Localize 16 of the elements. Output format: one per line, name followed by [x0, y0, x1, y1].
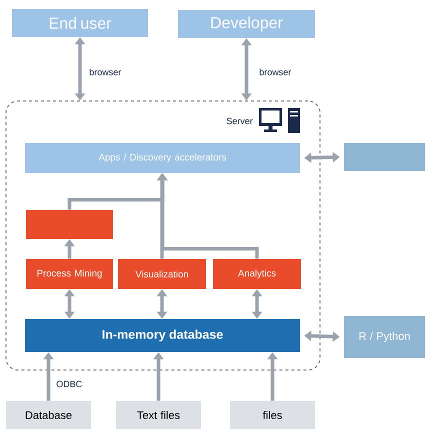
layer-box: Apps / Discovery accelerators: [25, 143, 300, 173]
edge-label: ODBC: [55, 380, 84, 388]
module-box: Visualization: [118, 259, 206, 289]
edge-label: browser: [258, 68, 292, 76]
external-box: [344, 143, 425, 171]
database-box: In-memory database: [25, 319, 300, 352]
top-box: Developer: [178, 10, 315, 38]
module-box: Analytics: [213, 259, 301, 289]
top-box: End user: [12, 9, 148, 37]
source-box: Database: [6, 401, 91, 429]
source-box: Text files: [116, 401, 201, 429]
external-box: R / Python: [344, 316, 425, 358]
module-box: [26, 210, 113, 239]
source-box: files: [230, 401, 315, 429]
edge-label: browser: [88, 68, 122, 76]
module-box: Process Mining: [26, 259, 113, 289]
